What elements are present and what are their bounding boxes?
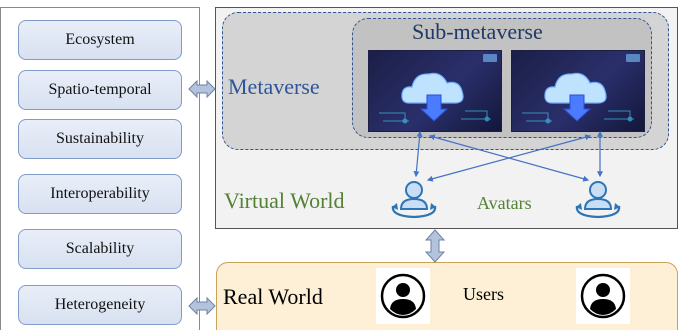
sub-metaverse-label: Sub-metaverse <box>412 19 543 44</box>
users-label: Users <box>463 284 504 304</box>
metaverse-label: Metaverse <box>228 74 320 99</box>
avatars-label: Avatars <box>477 193 532 213</box>
user-person-icon <box>576 268 630 324</box>
thumbnail-tag <box>483 54 497 62</box>
avatar-person-icon <box>387 176 441 220</box>
attribute-spatio-temporal: Spatio-temporal <box>18 70 182 110</box>
cloud-computing-icon <box>379 72 491 124</box>
attribute-heterogeneity: Heterogeneity <box>18 285 182 325</box>
attribute-sustainability: Sustainability <box>18 119 182 159</box>
virtual-world-label: Virtual World <box>224 188 345 213</box>
attribute-scalability: Scalability <box>18 229 182 269</box>
sub-metaverse-thumbnail <box>368 50 502 132</box>
double-arrow-icon <box>424 229 446 263</box>
double-arrow-icon <box>188 296 216 316</box>
sub-metaverse-thumbnail <box>511 50 645 132</box>
attribute-ecosystem: Ecosystem <box>18 20 182 60</box>
avatar-person-icon <box>571 176 625 220</box>
thumbnail-tag <box>626 54 640 62</box>
double-arrow-icon <box>188 79 216 99</box>
real-world-label: Real World <box>223 284 323 309</box>
cloud-computing-icon <box>522 72 634 124</box>
link-line <box>413 130 423 178</box>
link-line <box>426 134 592 182</box>
attribute-panel <box>0 7 200 330</box>
attribute-interoperability: Interoperability <box>18 174 182 214</box>
user-person-icon <box>376 268 430 324</box>
